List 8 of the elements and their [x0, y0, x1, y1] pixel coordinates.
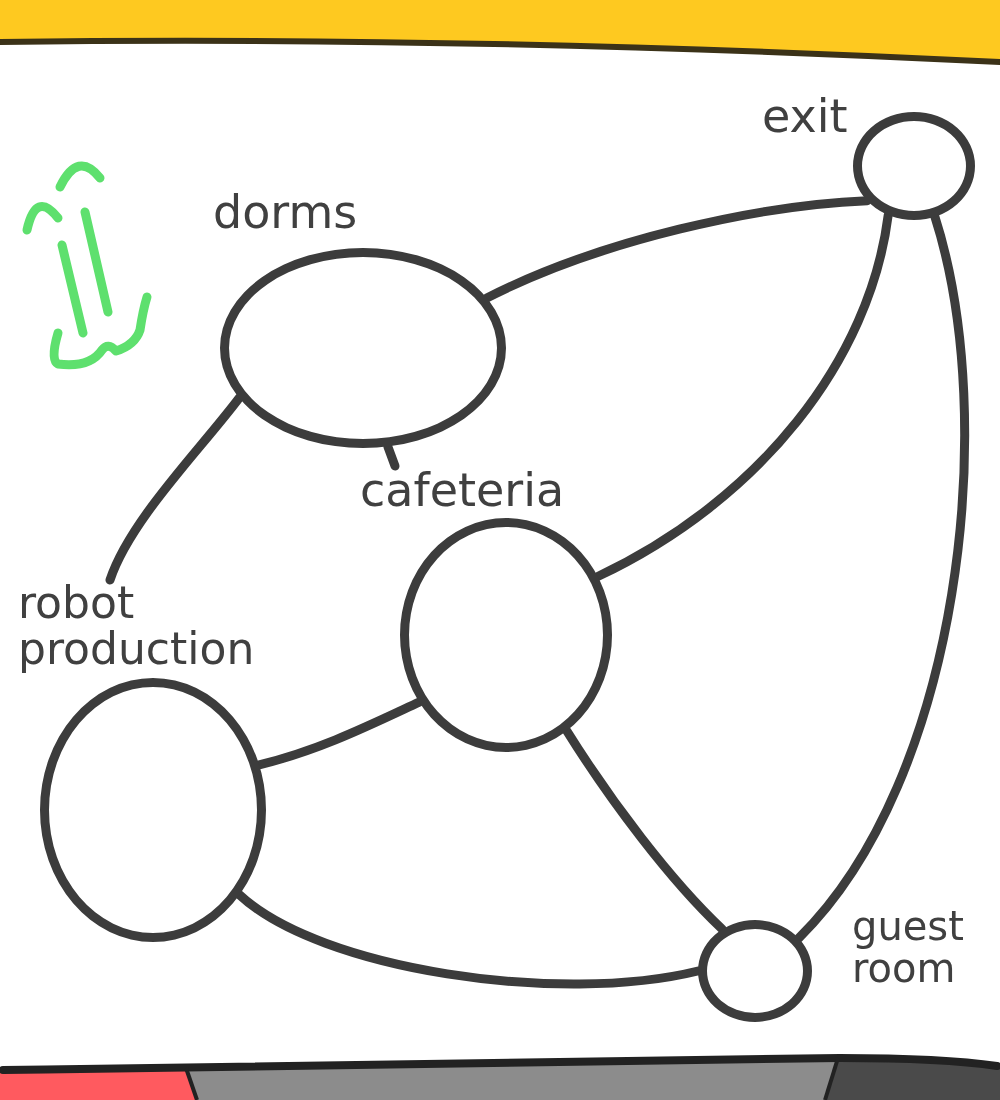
room-label: cafeteria [360, 466, 566, 515]
connector-line [105, 393, 244, 585]
connector-line [562, 726, 727, 934]
room-label: dorms [213, 188, 359, 237]
connector-line [482, 196, 872, 303]
room-label: robot production [18, 580, 256, 673]
room-label: exit [762, 92, 849, 141]
room-label: guest room [852, 905, 965, 989]
